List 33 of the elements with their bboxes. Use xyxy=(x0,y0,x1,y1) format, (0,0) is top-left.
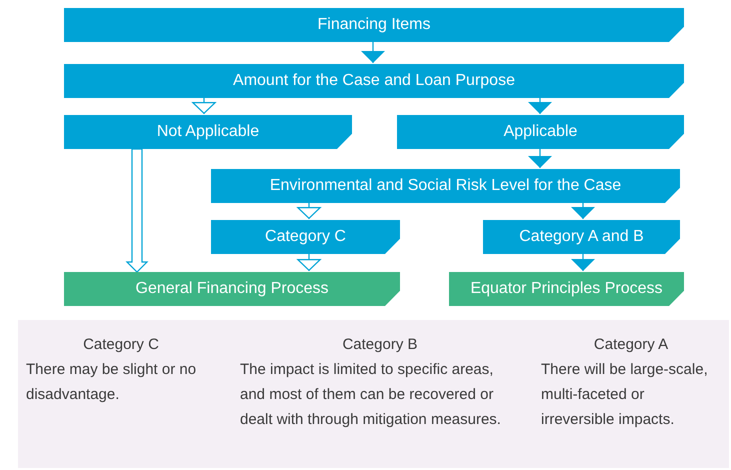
box-label: Not Applicable xyxy=(156,123,260,141)
box-label: Environmental and Social Risk Level for the Case xyxy=(270,177,622,195)
arrow xyxy=(126,148,148,273)
arrow xyxy=(528,149,552,168)
arrow xyxy=(528,98,552,114)
process-box xyxy=(64,8,684,42)
category-heading: Category B xyxy=(341,335,419,355)
arrow xyxy=(571,203,595,219)
process-box xyxy=(211,169,680,203)
box-label: Amount for the Case and Loan Purpose xyxy=(233,72,515,90)
category-heading: Category C xyxy=(82,335,160,355)
arrow xyxy=(297,203,321,219)
category-description: There will be large-scale, multi-faceted or irreversible impacts. xyxy=(541,360,709,430)
box-label: Financing Items xyxy=(318,16,430,34)
process-box xyxy=(397,115,684,149)
box-label: General Financing Process xyxy=(136,280,328,298)
box-label: Category A and B xyxy=(519,228,644,246)
process-box xyxy=(64,272,400,306)
category-description: The impact is limited to specific areas, and most of them can be recovered or dealt with through mitigation measures. xyxy=(240,360,502,430)
box-label: Category C xyxy=(265,228,346,246)
box-label: Applicable xyxy=(504,123,578,141)
process-box xyxy=(483,220,680,254)
process-box xyxy=(449,272,684,306)
category-description: There may be slight or no disadvantage. xyxy=(26,360,198,405)
arrow xyxy=(361,42,385,63)
arrow xyxy=(297,254,321,271)
category-heading: Category A xyxy=(592,335,670,355)
process-box xyxy=(211,220,400,254)
process-box xyxy=(64,64,684,98)
box-label: Equator Principles Process xyxy=(470,280,663,298)
arrow xyxy=(571,254,595,271)
process-box xyxy=(64,115,352,149)
arrow xyxy=(192,98,216,114)
